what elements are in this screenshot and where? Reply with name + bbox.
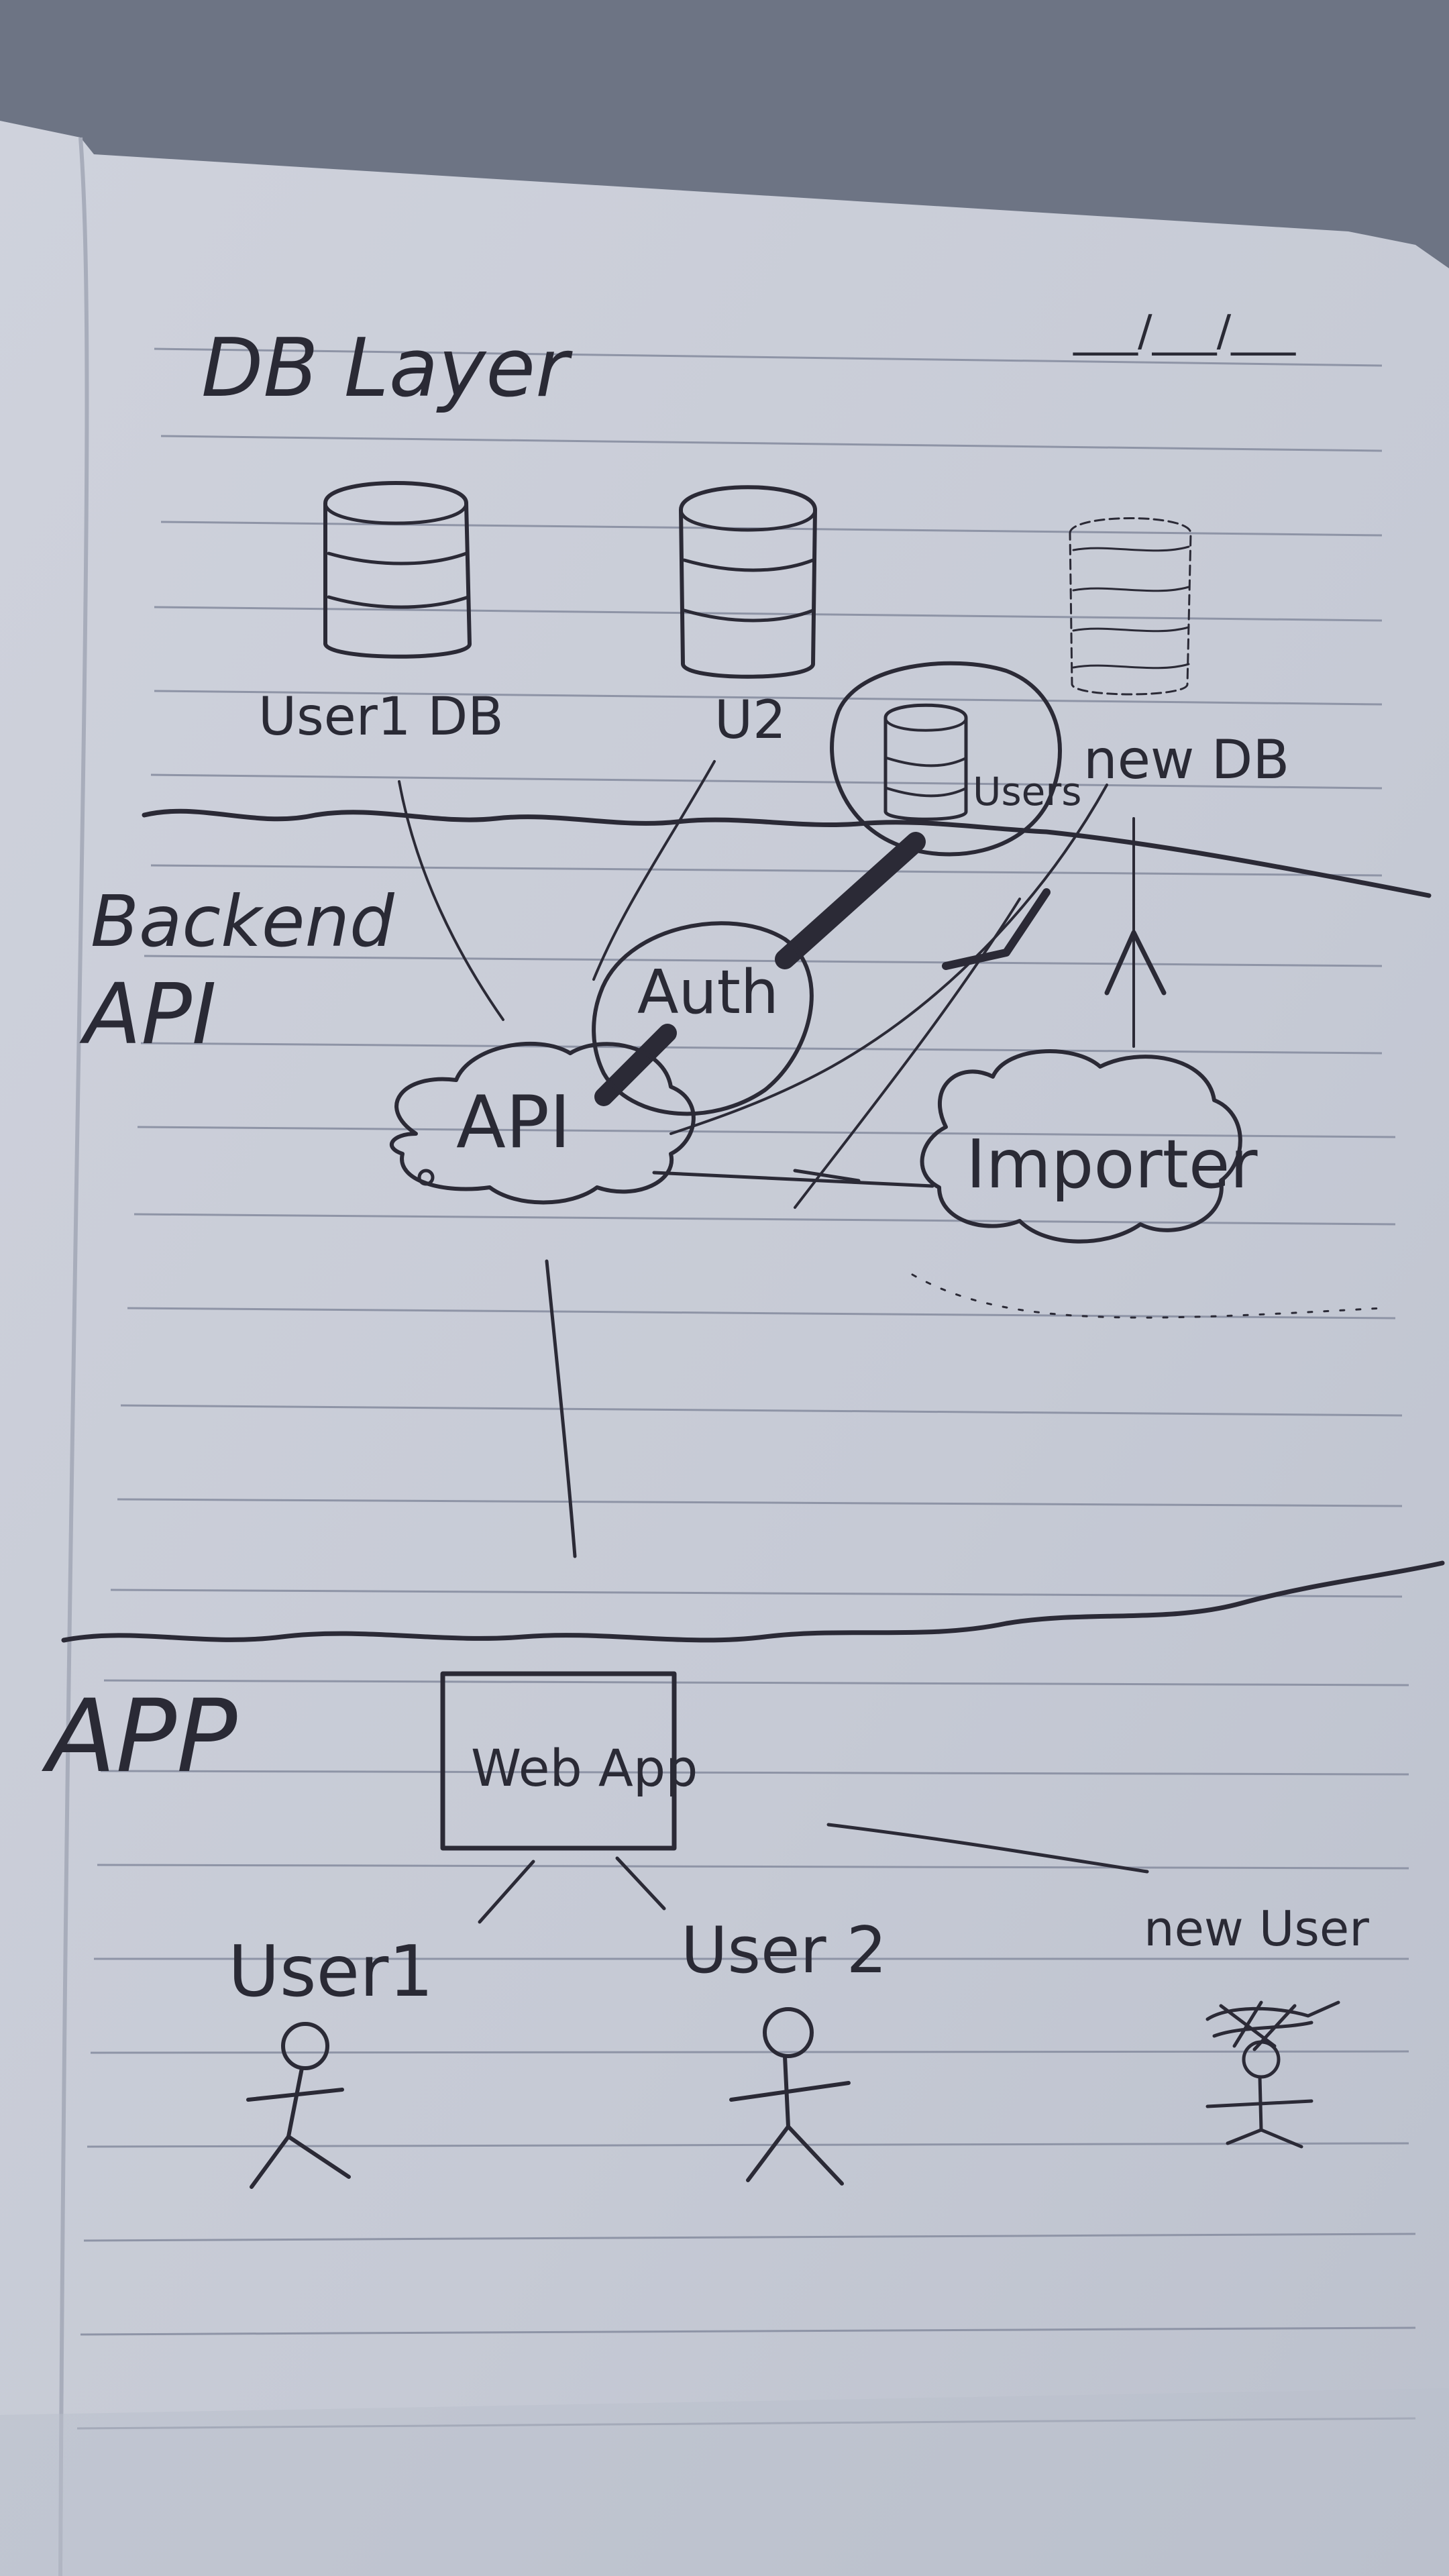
db-layer-divider <box>142 808 1432 898</box>
auth-circle <box>592 921 814 1116</box>
new-user-stick-figure <box>1205 2000 1340 2149</box>
user2-label: User 2 <box>681 1914 887 1988</box>
webapp-to-user1-line <box>478 1860 535 1924</box>
auth-label: Auth <box>637 957 779 1028</box>
backend-label: Backend <box>91 881 395 963</box>
new-db-label: new DB <box>1083 729 1289 791</box>
db-layer-label: DB Layer <box>201 322 573 415</box>
web-app-label: Web App <box>471 1738 698 1798</box>
webapp-to-user2-line <box>615 1856 666 1911</box>
page-shadow <box>0 2388 1449 2576</box>
users-db-circle <box>830 661 1062 857</box>
user1-label: User1 <box>228 1931 433 2012</box>
importer-to-users-arrowhead <box>942 888 1051 970</box>
page-spine <box>58 137 89 2576</box>
api-to-app-line <box>545 1259 577 1558</box>
users-auth-thick-link <box>775 832 926 969</box>
users-db-label: Users <box>973 769 1081 814</box>
u2-to-auth-line <box>592 760 716 981</box>
web-app-box <box>440 1671 677 1851</box>
app-layer-divider <box>61 1560 1445 1643</box>
new-user-label: new User <box>1144 1900 1369 1957</box>
user1-db-to-api-line <box>398 780 504 1021</box>
importer-to-users-arrow <box>794 898 1021 1209</box>
u2-db-label: U2 <box>714 690 786 751</box>
user1-stick-figure <box>246 2022 351 2189</box>
new-db-cylinder <box>1069 517 1192 696</box>
importer-to-new-db-arrowhead <box>1104 930 1167 996</box>
importer-cloud <box>920 1049 1242 1244</box>
api-cloud-bubble <box>417 1169 435 1186</box>
u2-db-cylinder <box>679 485 817 679</box>
app-layer-label: APP <box>42 1678 237 1795</box>
webapp-to-new-user-line <box>826 1823 1149 1874</box>
api-cloud <box>390 1041 696 1205</box>
user1-db-cylinder <box>323 481 472 659</box>
api-to-importer-arrowhead <box>793 1169 861 1183</box>
importer-label: Importer <box>966 1125 1258 1203</box>
api-to-importer-arrow <box>652 1171 934 1188</box>
user1-db-label: User1 DB <box>258 687 504 747</box>
user2-stick-figure <box>729 2007 851 2186</box>
date-field: ___/___/___ <box>1073 307 1296 356</box>
new-db-to-api-arrow <box>669 784 1108 1135</box>
notebook-page <box>0 121 1449 2576</box>
api-label: API <box>456 1081 571 1165</box>
api-layer-label: API <box>79 966 217 1063</box>
